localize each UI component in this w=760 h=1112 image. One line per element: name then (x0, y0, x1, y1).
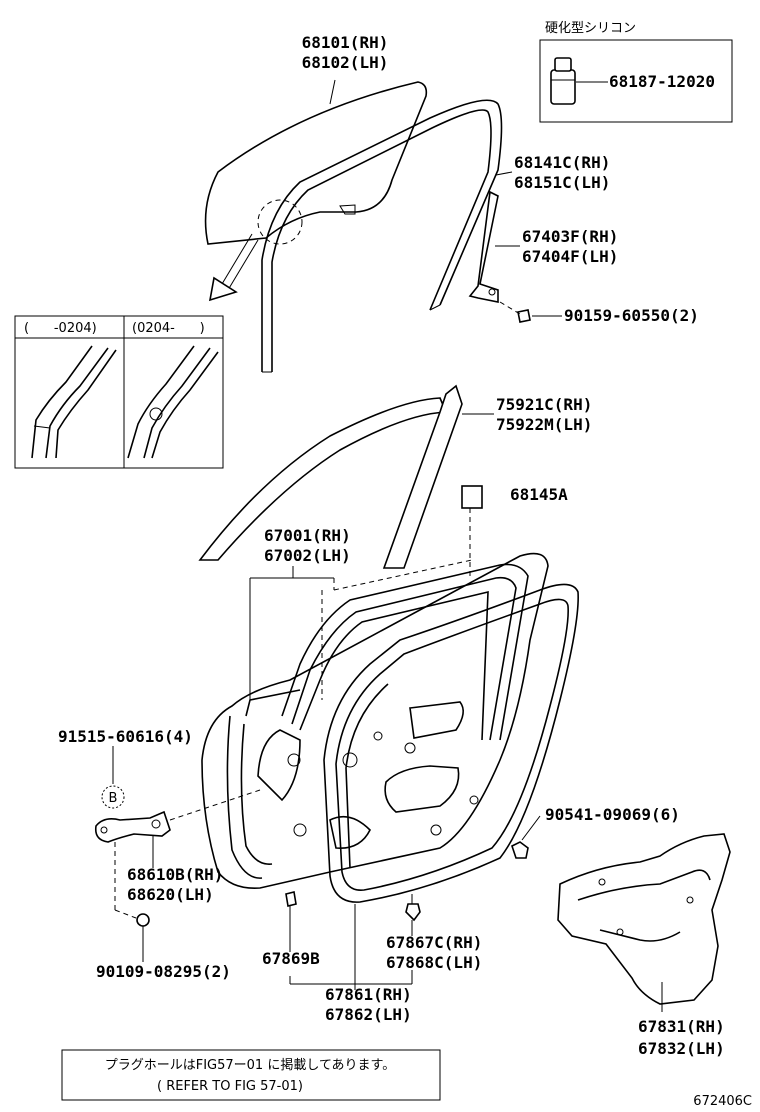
pad-68145A (461, 485, 483, 580)
label-channel-rh: 67403F(RH) (522, 227, 618, 246)
silicone-box (539, 39, 733, 123)
label-hinge-lh: 68620(LH) (127, 885, 214, 904)
weatherstrip (323, 583, 579, 903)
label-cover-lh: 67832(LH) (638, 1039, 725, 1058)
clip-67869B (285, 891, 297, 952)
label-glass-lh: 68102(LH) (302, 53, 389, 72)
rear-channel (468, 190, 499, 303)
door-hinge (94, 789, 261, 910)
note-line-1: プラグホールはFIG57ー01 に掲載してあります。 (105, 1057, 396, 1073)
label-bolt-91515: 91515-60616(4) (58, 727, 193, 746)
label-inset-left: ( -0204) (24, 321, 97, 336)
circle-b-letter: B (109, 791, 118, 806)
label-weatherstrip-rh: 67861(RH) (325, 985, 412, 1004)
label-pad: 68145A (510, 485, 568, 504)
label-run-rh: 68141C(RH) (514, 153, 610, 172)
door-panel (201, 552, 549, 889)
label-grommet-lh: 67868C(LH) (386, 953, 482, 972)
label-door-lh: 67002(LH) (264, 546, 351, 565)
label-door-rh: 67001(RH) (264, 526, 351, 545)
plug-90541 (511, 815, 541, 859)
label-moulding-rh: 75921C(RH) (496, 395, 592, 414)
glass-run (261, 99, 503, 373)
label-silicone-title: 硬化型シリコン (545, 21, 636, 36)
label-bolt-90109: 90109-08295(2) (96, 962, 231, 981)
label-grommet-rh: 67867C(RH) (386, 933, 482, 952)
service-hole-cover (557, 833, 731, 1012)
label-clip: 67869B (262, 949, 320, 968)
label-cover-rh: 67831(RH) (638, 1017, 725, 1036)
silicone-bottle (550, 57, 608, 105)
belt-moulding (198, 384, 463, 569)
detail-insets (14, 315, 224, 469)
bolt-90109 (114, 909, 150, 962)
screw-90159 (499, 301, 562, 323)
door-leader (249, 559, 473, 700)
label-weatherstrip-lh: 67862(LH) (325, 1005, 412, 1024)
door-glass (204, 81, 428, 245)
figure-code: 672406C (693, 1094, 752, 1109)
note-line-2: ( REFER TO FIG 57-01) (157, 1079, 303, 1094)
detail-arrow (208, 233, 259, 302)
label-run-lh: 68151C(LH) (514, 173, 610, 192)
circle-b-marker: B (101, 785, 125, 809)
label-moulding-lh: 75922M(LH) (496, 415, 592, 434)
glass-leader (329, 79, 336, 105)
label-plug-90541: 90541-09069(6) (545, 805, 680, 824)
label-glass-rh: 68101(RH) (302, 33, 389, 52)
note-box (61, 1049, 441, 1101)
label-silicone-part: 68187-12020 (609, 72, 715, 91)
weatherstrip-leader (289, 904, 413, 990)
label-channel-lh: 67404F(LH) (522, 247, 618, 266)
label-inset-right: (0204- ) (132, 321, 205, 336)
run-leader (495, 171, 513, 176)
grommet-67867C (405, 894, 421, 936)
label-screw-90159: 90159-60550(2) (564, 306, 699, 325)
label-hinge-rh: 68610B(RH) (127, 865, 223, 884)
